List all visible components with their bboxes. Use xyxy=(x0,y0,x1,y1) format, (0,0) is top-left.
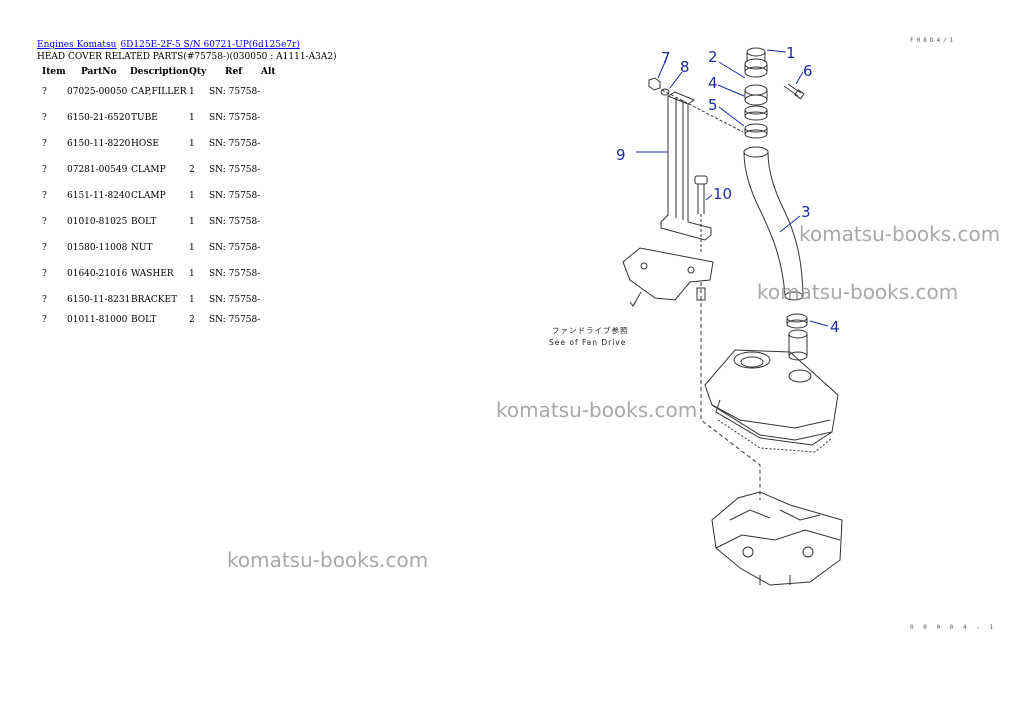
note-fan-drive-en: See of Fan Drive xyxy=(549,338,626,347)
cell-partno: 01580-11008 xyxy=(67,243,128,253)
page-subtitle: HEAD COVER RELATED PARTS(#75758-)(030050… xyxy=(37,52,337,62)
cell-ref: SN: 75758- xyxy=(209,315,261,325)
watermark-2: komatsu-books.com xyxy=(757,280,959,304)
cell-item: ? xyxy=(42,191,47,201)
cell-item: ? xyxy=(42,139,47,149)
cell-ref: SN: 75758- xyxy=(209,191,261,201)
cell-ref: SN: 75758- xyxy=(209,87,261,97)
cell-item: ? xyxy=(42,217,47,227)
cell-description: WASHER xyxy=(131,269,174,279)
tube-drawing xyxy=(744,84,768,106)
callout-10: 10 xyxy=(713,185,732,203)
cell-qty: 1 xyxy=(189,191,195,201)
cell-description: CLAMP xyxy=(131,165,166,175)
cylinder-head-drawing xyxy=(711,491,843,586)
callout-2: 2 xyxy=(708,48,718,66)
cell-partno: 6150-21-6520 xyxy=(67,113,131,123)
filler-cap-drawing xyxy=(744,47,768,78)
header-alt: Alt xyxy=(261,67,276,77)
cell-qty: 1 xyxy=(189,269,195,279)
cell-qty: 2 xyxy=(189,165,195,175)
cell-item: ? xyxy=(42,295,47,305)
breadcrumb-link-model[interactable]: 6D125E-2F-5 S/N 60721-UP(6d125e7r) xyxy=(120,40,300,50)
callout-8: 8 xyxy=(680,58,690,76)
cell-ref: SN: 75758- xyxy=(209,217,261,227)
cell-ref: SN: 75758- xyxy=(209,269,261,279)
cell-qty: 1 xyxy=(189,217,195,227)
callout-1: 1 xyxy=(786,44,796,62)
cell-item: ? xyxy=(42,269,47,279)
callout-leaders xyxy=(636,49,829,327)
header-item: Item xyxy=(42,67,66,77)
header-description: Description xyxy=(130,67,189,77)
bolt-10-drawing xyxy=(694,175,708,252)
callout-4-lower: 4 xyxy=(830,318,840,336)
watermark-4: komatsu-books.com xyxy=(227,548,429,572)
cell-item: ? xyxy=(42,87,47,97)
cell-ref: SN: 75758- xyxy=(209,113,261,123)
cell-item: ? xyxy=(42,243,47,253)
cell-partno: 6151-11-8240 xyxy=(67,191,131,201)
callout-6: 6 xyxy=(803,62,813,80)
callout-7: 7 xyxy=(661,49,671,67)
cell-description: CLAMP xyxy=(131,191,166,201)
cell-ref: SN: 75758- xyxy=(209,295,261,305)
cell-item: ? xyxy=(42,165,47,175)
cell-ref: SN: 75758- xyxy=(209,139,261,149)
cell-item: ? xyxy=(42,113,47,123)
header-ref: Ref xyxy=(225,67,243,77)
callout-3: 3 xyxy=(801,203,811,221)
upper-clamps-drawing xyxy=(744,105,768,139)
cell-qty: 1 xyxy=(189,87,195,97)
cell-partno: 07281-00549 xyxy=(67,165,128,175)
cell-qty: 1 xyxy=(189,113,195,123)
cell-description: CAP,FILLER xyxy=(131,87,187,97)
note-fan-drive-jp: ファンドライブ参照 xyxy=(552,325,629,335)
cell-qty: 1 xyxy=(189,243,195,253)
bolt-6-drawing xyxy=(783,83,805,100)
header-partno: PartNo xyxy=(81,67,117,77)
fan-drive-bracket-drawing xyxy=(622,247,714,307)
callout-5: 5 xyxy=(708,96,718,114)
hose-drawing xyxy=(743,146,804,301)
header-qty: Qty xyxy=(189,67,207,77)
cell-partno: 01011-81000 xyxy=(67,315,128,325)
cell-partno: 6150-11-8231 xyxy=(67,295,131,305)
cell-partno: 07025-00050 xyxy=(67,87,128,97)
cell-description: BOLT xyxy=(131,315,157,325)
lower-clamp-drawing xyxy=(786,313,808,361)
cell-qty: 1 xyxy=(189,295,195,305)
cell-partno: 6150-11-8220 xyxy=(67,139,131,149)
bracket-drawing xyxy=(660,91,712,241)
watermark-1: komatsu-books.com xyxy=(799,222,1001,246)
cell-description: BRACKET xyxy=(131,295,178,305)
cell-description: HOSE xyxy=(131,139,159,149)
nut-washer-drawing xyxy=(648,77,744,133)
cell-ref: SN: 75758- xyxy=(209,243,261,253)
cell-partno: 01010-81025 xyxy=(67,217,128,227)
figure-code-bottom: 0 0 0 0 4 - 1 xyxy=(910,624,996,631)
watermark-3: komatsu-books.com xyxy=(496,398,698,422)
cell-ref: SN: 75758- xyxy=(209,165,261,175)
callout-4-upper: 4 xyxy=(708,74,718,92)
callout-9: 9 xyxy=(616,146,626,164)
cell-item: ? xyxy=(42,315,47,325)
cell-qty: 2 xyxy=(189,315,195,325)
cell-partno: 01640-21016 xyxy=(67,269,128,279)
head-cover-drawing xyxy=(704,349,839,453)
breadcrumb-link-engines[interactable]: Engines Komatsu xyxy=(37,40,117,50)
cell-qty: 1 xyxy=(189,139,195,149)
cell-description: NUT xyxy=(131,243,153,253)
figure-code-top: F08D4/1 xyxy=(910,37,957,44)
cell-description: BOLT xyxy=(131,217,157,227)
cell-description: TUBE xyxy=(131,113,158,123)
